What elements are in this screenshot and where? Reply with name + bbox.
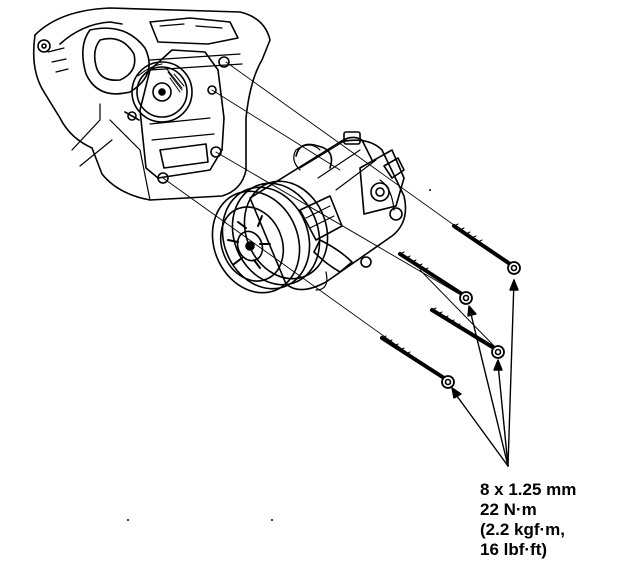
bracket-bolt-hole-upper <box>218 56 230 68</box>
compressor-bracket <box>139 49 230 184</box>
torque-kgf-text: (2.2 kgf·m, <box>480 520 566 539</box>
mounting-bolt <box>452 223 521 275</box>
bolt-size-text: 8 x 1.25 mm <box>480 480 577 499</box>
torque-spec-label: 8 x 1.25 mm 22 N·m (2.2 kgf·m, 16 lbf·ft… <box>480 480 630 560</box>
idler-pulley <box>131 61 193 123</box>
mounting-bolt <box>430 307 505 359</box>
bracket-bolt-hole-mid <box>207 85 217 95</box>
alignment-lines <box>162 61 515 383</box>
mounting-bolt <box>398 251 473 305</box>
torque-callout-leaders <box>451 279 519 467</box>
mounting-bolts <box>380 223 521 389</box>
bracket-bolt-hole-lower-right <box>210 146 222 158</box>
engine-block <box>32 7 271 201</box>
bracket-bolt-hole-lower-left <box>157 172 169 184</box>
torque-nm-text: 22 N·m <box>480 500 537 519</box>
clutch-pulley <box>211 180 329 294</box>
ac-compressor <box>211 131 407 294</box>
torque-lbf-text: 16 lbf·ft) <box>480 540 548 559</box>
mounting-bolt <box>380 335 455 389</box>
